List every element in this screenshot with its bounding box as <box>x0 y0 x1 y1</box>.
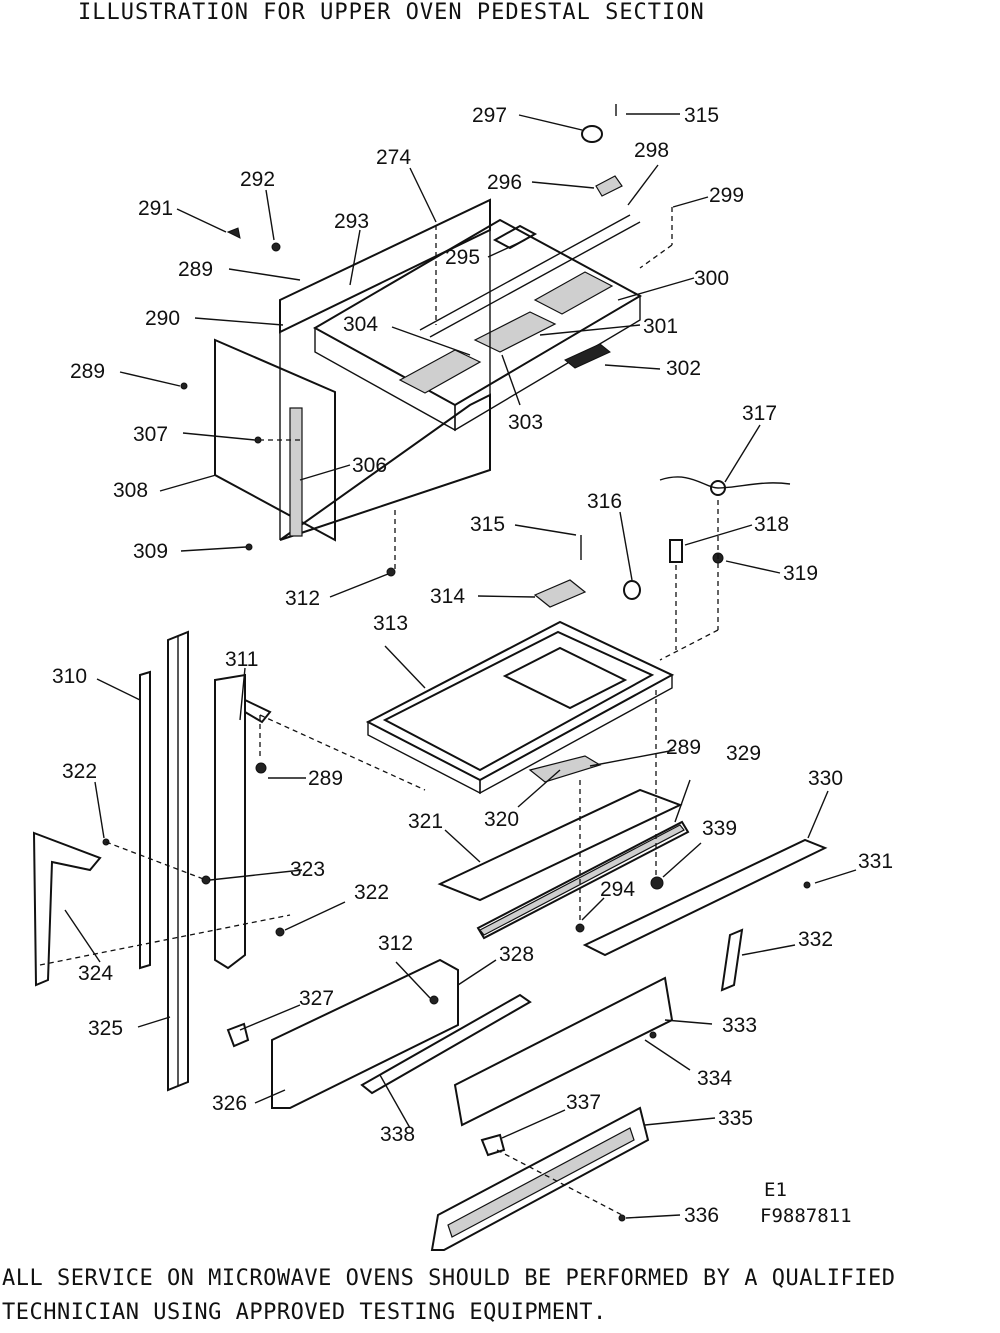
label-294: 294 <box>600 878 635 901</box>
label-317: 317 <box>742 402 777 425</box>
label-309: 309 <box>133 540 168 563</box>
top-panel-assembly <box>312 214 643 432</box>
label-298: 298 <box>634 139 669 162</box>
label-314: 314 <box>430 585 465 608</box>
diagram-code-line1: E1 <box>764 1179 787 1201</box>
label-297: 297 <box>472 104 507 127</box>
label-312: 312 <box>378 932 413 955</box>
label-289: 289 <box>70 360 105 383</box>
label-290: 290 <box>145 307 180 330</box>
label-312: 312 <box>285 587 320 610</box>
label-324: 324 <box>78 962 113 985</box>
bottom-assembly <box>226 690 828 1251</box>
label-330: 330 <box>808 767 843 790</box>
label-334: 334 <box>697 1067 732 1090</box>
label-306: 306 <box>352 454 387 477</box>
label-289: 289 <box>178 258 213 281</box>
label-321: 321 <box>408 810 443 833</box>
label-315: 315 <box>684 104 719 127</box>
diagram-code-line2: F9887811 <box>760 1205 852 1227</box>
label-311: 311 <box>225 648 258 671</box>
label-315: 315 <box>470 513 505 536</box>
label-332: 332 <box>798 928 833 951</box>
label-320: 320 <box>484 808 519 831</box>
label-328: 328 <box>499 943 534 966</box>
label-337: 337 <box>566 1091 601 1114</box>
label-289: 289 <box>308 767 343 790</box>
diagram-title: ILLUSTRATION FOR UPPER OVEN PEDESTAL SEC… <box>78 0 705 25</box>
label-293: 293 <box>334 210 369 233</box>
label-333: 333 <box>722 1014 757 1037</box>
label-300: 300 <box>694 267 729 290</box>
label-304: 304 <box>343 313 378 336</box>
label-329: 329 <box>726 742 761 765</box>
label-313: 313 <box>373 612 408 635</box>
label-308: 308 <box>113 479 148 502</box>
label-331: 331 <box>858 850 893 873</box>
label-318: 318 <box>754 513 789 536</box>
label-292: 292 <box>240 168 275 191</box>
label-339: 339 <box>702 817 737 840</box>
label-307: 307 <box>133 423 168 446</box>
label-325: 325 <box>88 1017 123 1040</box>
label-319: 319 <box>783 562 818 585</box>
side-bracket-306 <box>289 407 303 537</box>
part-labels: 297 315 298 274 296 292 291 299 293 295 … <box>52 104 893 1227</box>
label-336: 336 <box>684 1204 719 1227</box>
label-322: 322 <box>62 760 97 783</box>
label-335: 335 <box>718 1107 753 1130</box>
label-316: 316 <box>587 490 622 513</box>
service-notice-line1: ALL SERVICE ON MICROWAVE OVENS SHOULD BE… <box>2 1266 896 1291</box>
frame-assembly <box>365 476 791 795</box>
label-299: 299 <box>709 184 744 207</box>
label-323: 323 <box>290 858 325 881</box>
leader-lines <box>64 113 857 1219</box>
label-301: 301 <box>643 315 678 338</box>
label-326: 326 <box>212 1092 247 1115</box>
label-322: 322 <box>354 881 389 904</box>
label-274: 274 <box>376 146 411 169</box>
service-notice-line2: TECHNICIAN USING APPROVED TESTING EQUIPM… <box>2 1300 607 1325</box>
back-wall-panel <box>214 198 491 570</box>
label-327: 327 <box>299 987 334 1010</box>
label-310: 310 <box>52 665 87 688</box>
left-rails <box>32 630 426 1092</box>
label-338: 338 <box>380 1123 415 1146</box>
top-small-parts <box>180 104 673 577</box>
label-302: 302 <box>666 357 701 380</box>
label-289: 289 <box>666 736 701 759</box>
label-296: 296 <box>487 171 522 194</box>
label-303: 303 <box>508 411 543 434</box>
label-291: 291 <box>138 197 173 220</box>
label-295: 295 <box>445 246 480 269</box>
